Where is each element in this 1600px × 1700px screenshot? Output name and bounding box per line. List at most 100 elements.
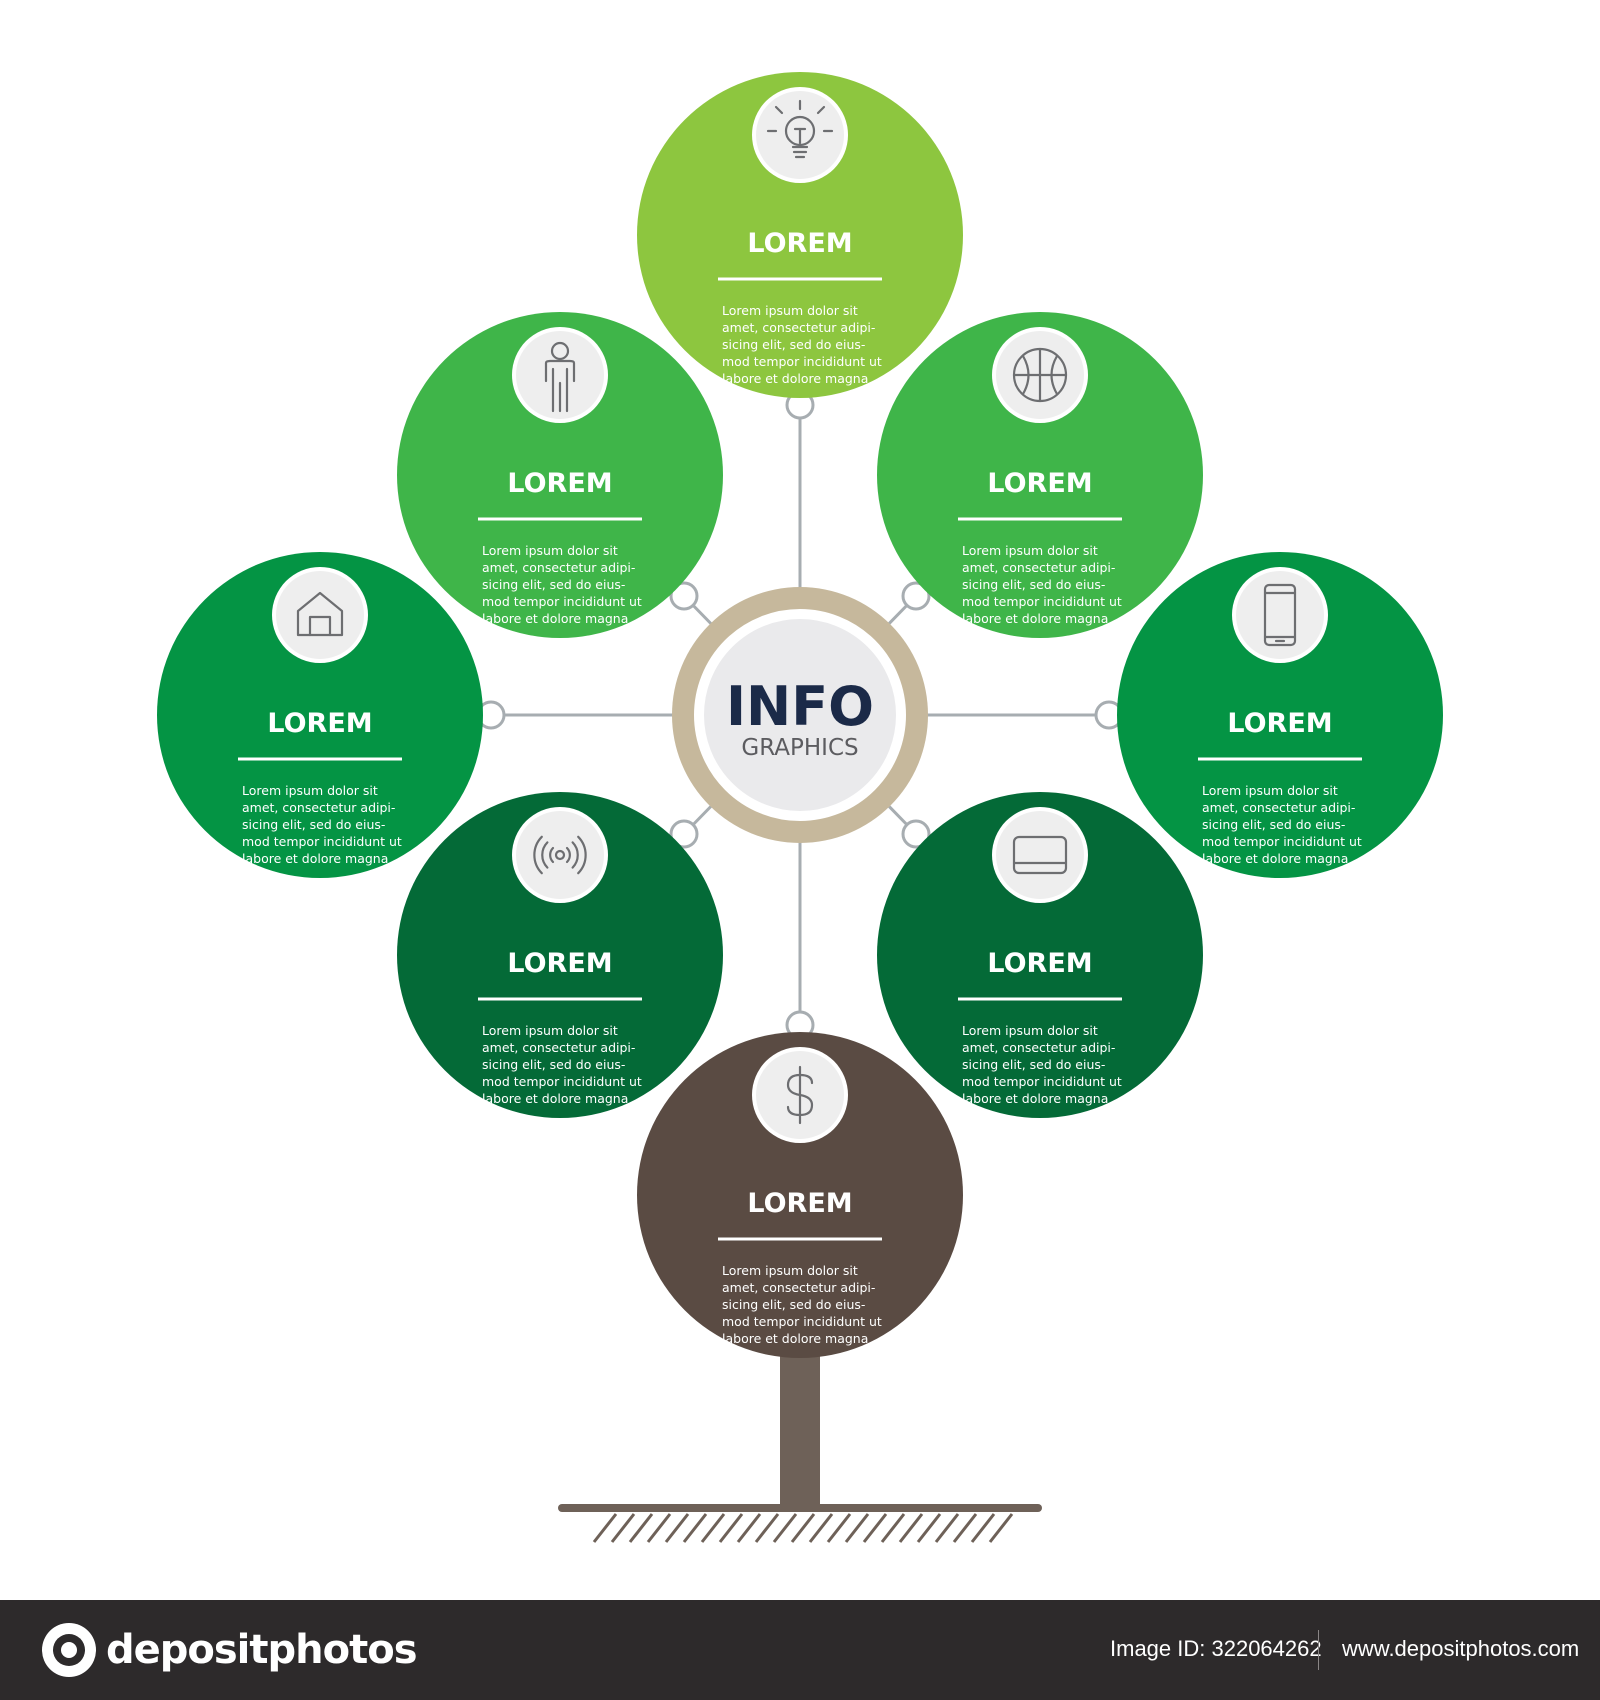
node-3: LOREM Lorem ipsum dolor sit amet, consecte…: [877, 312, 1203, 638]
laptop-icon: [1012, 835, 1068, 875]
ground-hatch: [916, 1513, 942, 1543]
icon-badge-inner: [276, 571, 364, 659]
node-text-line: amet, consectetur adipi-: [962, 560, 1115, 575]
brand-name: depositphotos: [106, 1627, 418, 1673]
ground-line: [558, 1504, 1042, 1543]
node-text-line: amet, consectetur adipi-: [722, 320, 875, 335]
node-text-line: labore et dolore magna: [482, 611, 628, 626]
node-text-line: amet, consectetur adipi-: [242, 800, 395, 815]
node-text-line: sicing elit, sed do eius-: [1202, 817, 1345, 832]
node-text-line: labore et dolore magna: [482, 1091, 628, 1106]
node-text-line: Lorem ipsum dolor sit: [1202, 783, 1338, 798]
tree-trunk: [780, 1340, 820, 1508]
node-text-line: sicing elit, sed do eius-: [242, 817, 385, 832]
footer-bar: depositphotos Image ID: 322064262 www.de…: [0, 1600, 1600, 1700]
site-url[interactable]: www.depositphotos.com: [1342, 1636, 1580, 1661]
node-text-line: labore et dolore magna: [722, 1331, 868, 1346]
person-icon: [544, 341, 576, 413]
ground-hatch: [790, 1513, 816, 1543]
signal-icon: [533, 835, 587, 875]
node-label: LOREM: [507, 468, 612, 499]
lightbulb-icon: [766, 99, 834, 159]
node-text-line: labore et dolore magna: [722, 371, 868, 386]
hub-title: INFO: [726, 675, 874, 738]
node-text-line: Lorem ipsum dolor sit: [722, 303, 858, 318]
node-text-line: Lorem ipsum dolor sit: [482, 1023, 618, 1038]
node-icon-badge: [512, 807, 608, 903]
node-text-line: mod tempor incididunt ut: [242, 834, 402, 849]
node-text-line: sicing elit, sed do eius-: [722, 337, 865, 352]
node-text-line: labore et dolore magna: [962, 611, 1108, 626]
node-text-line: sicing elit, sed do eius-: [482, 1057, 625, 1072]
ground-hatch: [844, 1513, 870, 1543]
node-circle: [877, 792, 1203, 1118]
tree-infographic: LOREM Lorem ipsum dolor sit amet, consecte…: [157, 72, 1443, 1543]
node-label: LOREM: [987, 468, 1092, 499]
node-text-line: labore et dolore magna: [962, 1091, 1108, 1106]
ground-hatch: [898, 1513, 924, 1543]
ground-hatch: [736, 1513, 762, 1543]
ground-hatch: [628, 1513, 654, 1543]
node-icon-badge: [752, 87, 848, 183]
node-text-line: mod tempor incididunt ut: [962, 594, 1122, 609]
ground-hatch: [682, 1513, 708, 1543]
node-circle: [397, 312, 723, 638]
brand[interactable]: depositphotos: [42, 1622, 418, 1678]
connector-dot: [901, 581, 931, 611]
node-icon-badge: [992, 327, 1088, 423]
node-icon-badge: [1232, 567, 1328, 663]
hub-subtitle: GRAPHICS: [741, 735, 858, 761]
node-text-line: amet, consectetur adipi-: [482, 1040, 635, 1055]
node-label: LOREM: [1227, 708, 1332, 739]
connector-dot: [901, 819, 931, 849]
ground-hatch: [718, 1513, 744, 1543]
node-text-line: labore et dolore magna: [242, 851, 388, 866]
node-7: LOREM Lorem ipsum dolor sit amet, consecte…: [877, 792, 1203, 1118]
node-text-line: amet, consectetur adipi-: [482, 560, 635, 575]
node-label: LOREM: [747, 228, 852, 259]
dollar-icon: [786, 1065, 814, 1125]
node-circle: [1117, 552, 1443, 878]
ground-hatch: [700, 1513, 726, 1543]
node-text-line: Lorem ipsum dolor sit: [242, 783, 378, 798]
smartphone-icon: [1263, 583, 1297, 647]
node-6: LOREM Lorem ipsum dolor sit amet, consecte…: [397, 792, 723, 1118]
node-text-line: mod tempor incididunt ut: [722, 1314, 882, 1329]
node-text-line: sicing elit, sed do eius-: [482, 577, 625, 592]
ground-hatch: [808, 1513, 834, 1543]
node-text-line: amet, consectetur adipi-: [962, 1040, 1115, 1055]
node-label: LOREM: [987, 948, 1092, 979]
node-circles: LOREM Lorem ipsum dolor sit amet, consecte…: [157, 72, 1443, 1358]
node-text-line: mod tempor incididunt ut: [482, 594, 642, 609]
node-icon-badge: [752, 1047, 848, 1143]
node-icon-badge: [272, 567, 368, 663]
node-text-line: mod tempor incididunt ut: [962, 1074, 1122, 1089]
center-hub: INFO GRAPHICS: [672, 587, 928, 843]
node-text-line: mod tempor incididunt ut: [1202, 834, 1362, 849]
ground-hatch: [592, 1513, 618, 1543]
node-text-line: Lorem ipsum dolor sit: [962, 543, 1098, 558]
node-text-line: amet, consectetur adipi-: [1202, 800, 1355, 815]
node-label: LOREM: [747, 1188, 852, 1219]
node-1: LOREM Lorem ipsum dolor sit amet, consecte…: [637, 72, 963, 398]
icon-badge-inner: [996, 811, 1084, 899]
brand-logo-icon: [42, 1623, 96, 1677]
ground-hatch: [952, 1513, 978, 1543]
node-text-line: mod tempor incididunt ut: [482, 1074, 642, 1089]
ground-hatch: [646, 1513, 672, 1543]
node-text-line: sicing elit, sed do eius-: [962, 577, 1105, 592]
node-label: LOREM: [507, 948, 612, 979]
node-icon-badge: [992, 807, 1088, 903]
node-text-line: Lorem ipsum dolor sit: [962, 1023, 1098, 1038]
ground-hatch: [610, 1513, 636, 1543]
node-text-line: sicing elit, sed do eius-: [722, 1297, 865, 1312]
hub-inner: [694, 609, 906, 821]
image-id: Image ID: 322064262: [1110, 1636, 1322, 1661]
node-text-line: amet, consectetur adipi-: [722, 1280, 875, 1295]
footer-divider: [1318, 1630, 1319, 1670]
icon-badge-inner: [1236, 571, 1324, 659]
node-circle: [157, 552, 483, 878]
